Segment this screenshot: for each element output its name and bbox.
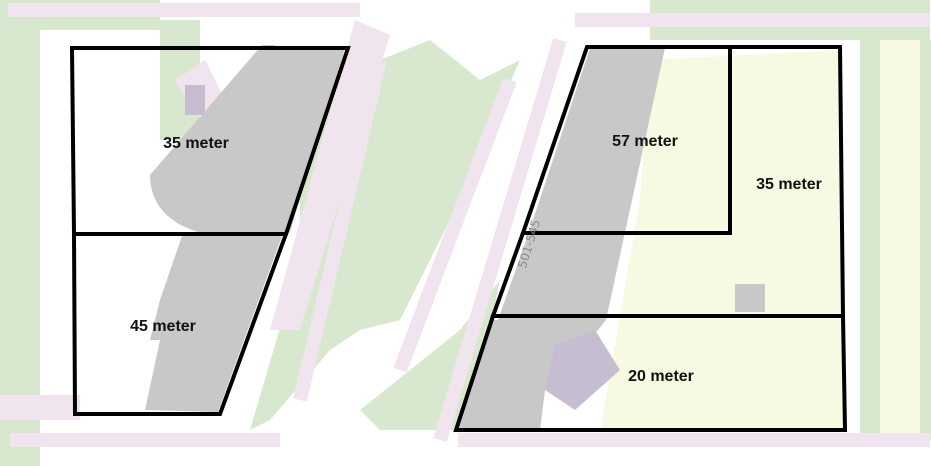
zone-label-left-bottom: 45 meter	[130, 318, 196, 335]
zone-outline-right-20	[453, 314, 848, 432]
buildings	[145, 45, 765, 430]
zone-label-right-35: 35 meter	[756, 176, 822, 193]
zoning-outlines	[69, 45, 848, 432]
zone-label-left-top: 35 meter	[163, 135, 229, 152]
zone-outline-left-bottom	[71, 232, 289, 416]
sidewalks	[8, 3, 930, 447]
open-space-strip	[880, 40, 920, 440]
zone-label-right-57: 57 meter	[612, 133, 678, 150]
zone-label-right-20: 20 meter	[628, 368, 694, 385]
open-space	[600, 50, 845, 432]
